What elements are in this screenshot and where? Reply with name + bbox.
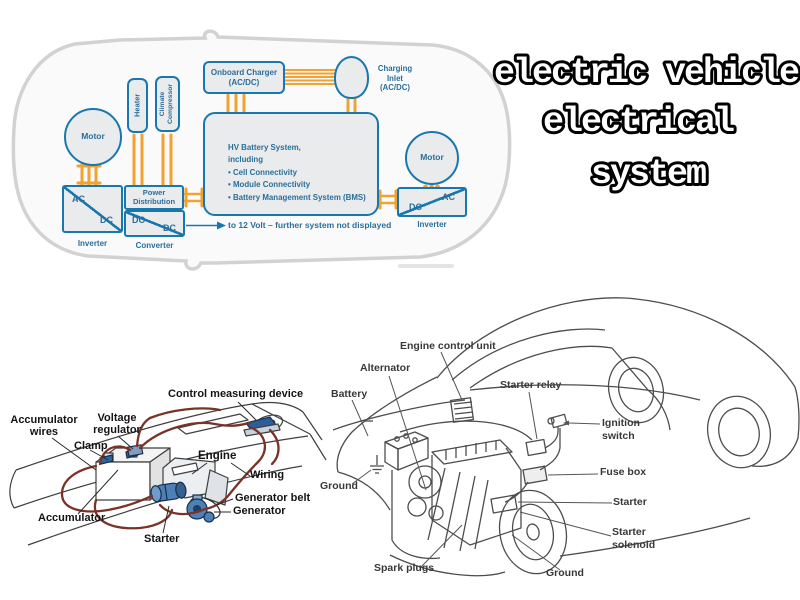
- hv-battery-bullet3: • Battery Management System (BMS): [228, 192, 366, 202]
- wiring-harness: [60, 407, 280, 530]
- heater-label: Heater: [132, 93, 142, 118]
- motor-right-label: Motor: [420, 152, 444, 163]
- label-engine: Engine: [198, 450, 237, 462]
- label-clamp: Clamp: [74, 440, 108, 452]
- twelve-volt-arrow: [186, 221, 226, 230]
- converter-node: DC DC: [124, 210, 185, 237]
- converter-dc-top: DC: [132, 215, 145, 225]
- label-engine-control-unit: Engine control unit: [400, 340, 496, 352]
- car-cutaway-leaders: [351, 351, 613, 571]
- engine-bay-leaders: [51, 401, 257, 534]
- hv-battery-node: HV Battery System, including • Cell Conn…: [203, 112, 379, 216]
- hv-battery-line2: including: [228, 155, 264, 165]
- label-starter-relay: Starter relay: [500, 379, 562, 391]
- label-voltage-regulator: Voltage regulator: [93, 412, 141, 436]
- charging-inlet-label: Charging Inlet (AC/DC): [377, 64, 413, 93]
- hv-battery-bullet1: • Cell Connectivity: [228, 167, 297, 177]
- inverter-left-ac: AC: [72, 194, 85, 204]
- converter-caption: Converter: [135, 241, 174, 250]
- label-generator: Generator: [233, 505, 286, 517]
- label-starter-bay: Starter: [144, 533, 180, 545]
- label-accumulator: Accumulator: [38, 512, 106, 524]
- motor-left-label: Motor: [81, 131, 105, 142]
- onboard-charger-node: Onboard Charger (AC/DC): [203, 61, 285, 94]
- hv-battery-bullet2: • Module Connectivity: [228, 180, 311, 190]
- climate-compressor-label: Climate Compressor: [159, 83, 175, 125]
- converter-dc-bottom: DC: [163, 222, 176, 233]
- twelve-volt-note: to 12 Volt – further system not displaye…: [228, 220, 392, 230]
- label-ground-bottom: Ground: [546, 567, 584, 579]
- inverter-right-dc: DC: [409, 201, 422, 212]
- ev-connectors: [76, 69, 440, 210]
- label-ground-left: Ground: [320, 480, 358, 492]
- label-starter-solenoid: Starter solenoid: [612, 526, 656, 551]
- copyright-smudge: [398, 264, 454, 268]
- label-fuse-box: Fuse box: [600, 466, 647, 478]
- label-ignition-switch: Ignition switch: [602, 417, 640, 442]
- inverter-left-node: AC DC: [62, 185, 123, 233]
- power-distribution-label: Power Distribution: [132, 187, 176, 206]
- label-battery: Battery: [331, 388, 368, 400]
- heater-node: Heater: [127, 78, 148, 133]
- label-spark-plugs: Spark plugs: [374, 562, 435, 574]
- inverter-right-ac: AC: [442, 192, 455, 202]
- label-accumulator-wires: Accumulator wires: [10, 414, 78, 438]
- charging-inlet-node: [334, 56, 369, 99]
- label-starter-cutaway: Starter: [613, 496, 647, 508]
- label-generator-belt: Generator belt: [235, 492, 311, 504]
- title-line-2: electrical: [543, 102, 734, 142]
- title-line-1: electric vehicle: [494, 53, 799, 93]
- climate-compressor-node: Climate Compressor: [155, 76, 180, 132]
- label-alternator: Alternator: [360, 362, 411, 374]
- title-block: electric vehicle electrical system: [491, 50, 800, 197]
- inverter-right-caption: Inverter: [417, 220, 447, 229]
- label-control-measuring-device: Control measuring device: [168, 388, 304, 400]
- motor-left-node: Motor: [64, 108, 122, 166]
- inverter-right-node: AC DC: [397, 187, 467, 217]
- hv-battery-line1: HV Battery System,: [228, 143, 301, 152]
- motor-right-node: Motor: [405, 131, 459, 185]
- inverter-left-dc: DC: [100, 214, 113, 225]
- title-line-3: system: [591, 154, 706, 194]
- label-wiring: Wiring: [250, 469, 285, 481]
- onboard-charger-label: Onboard Charger (AC/DC): [210, 68, 278, 87]
- power-distribution-node: Power Distribution: [124, 185, 184, 210]
- inverter-left-caption: Inverter: [77, 239, 108, 248]
